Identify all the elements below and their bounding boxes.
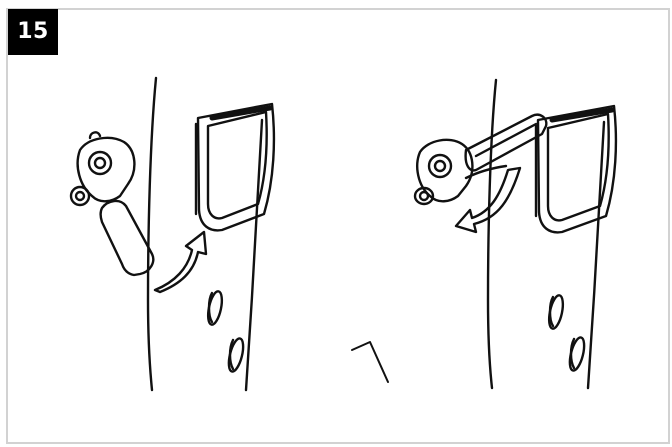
- clamp-lever-icon: [415, 115, 546, 204]
- tube-right-edge: [246, 120, 262, 390]
- tube-left-edge: [488, 80, 496, 388]
- bracket-inner: [208, 112, 267, 218]
- bracket-inner: [548, 114, 609, 220]
- insert-arrow-icon: [155, 232, 206, 292]
- stray-mark: [352, 342, 388, 382]
- attached-clamp-illustration: [415, 80, 616, 388]
- tube-left-edge: [148, 78, 156, 390]
- detached-clamp-illustration: [71, 78, 274, 390]
- clamp-lever-icon: [71, 132, 153, 275]
- tube-right-edge: [588, 122, 604, 388]
